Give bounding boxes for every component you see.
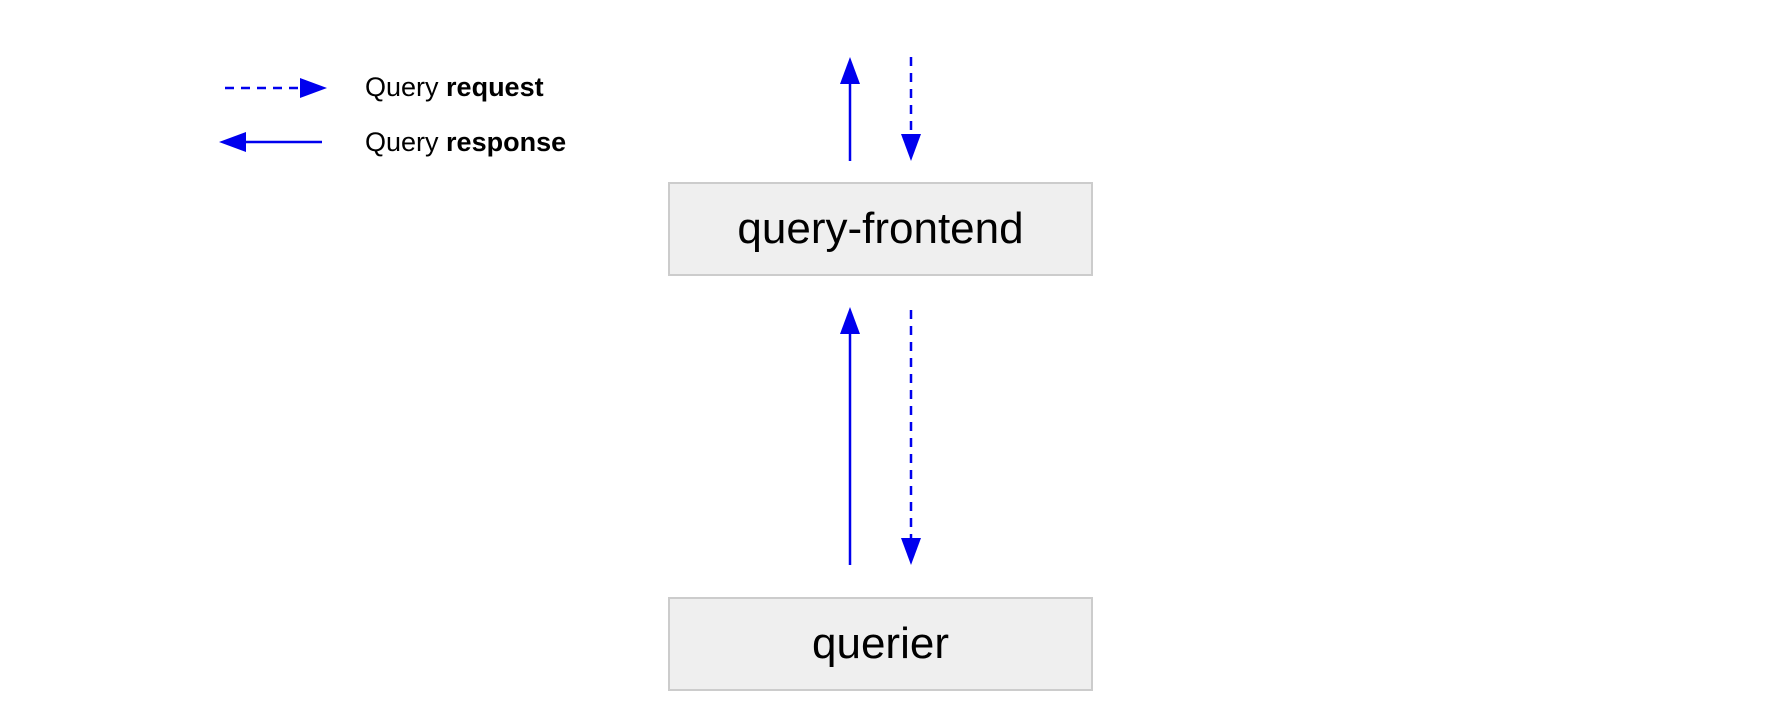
request-arrow-frontend-in [901,57,921,161]
querier-label: querier [812,619,949,668]
legend-response-label: Query response [365,129,566,156]
legend-request-label: Query request [365,74,544,101]
response-arrow-querier-to-frontend [840,307,860,565]
request-arrow-frontend-to-querier [901,310,921,565]
legend-request-prefix: Query [365,72,439,102]
response-arrow-frontend-out [840,57,860,161]
query-frontend-node: query-frontend [668,182,1093,276]
legend-response-arrow [219,132,322,152]
legend-request-arrow [225,78,327,98]
legend-response-keyword: response [446,127,567,157]
legend-response-prefix: Query [365,127,439,157]
legend-request-keyword: request [446,72,544,102]
query-frontend-label: query-frontend [737,204,1024,253]
querier-node: querier [668,597,1093,691]
